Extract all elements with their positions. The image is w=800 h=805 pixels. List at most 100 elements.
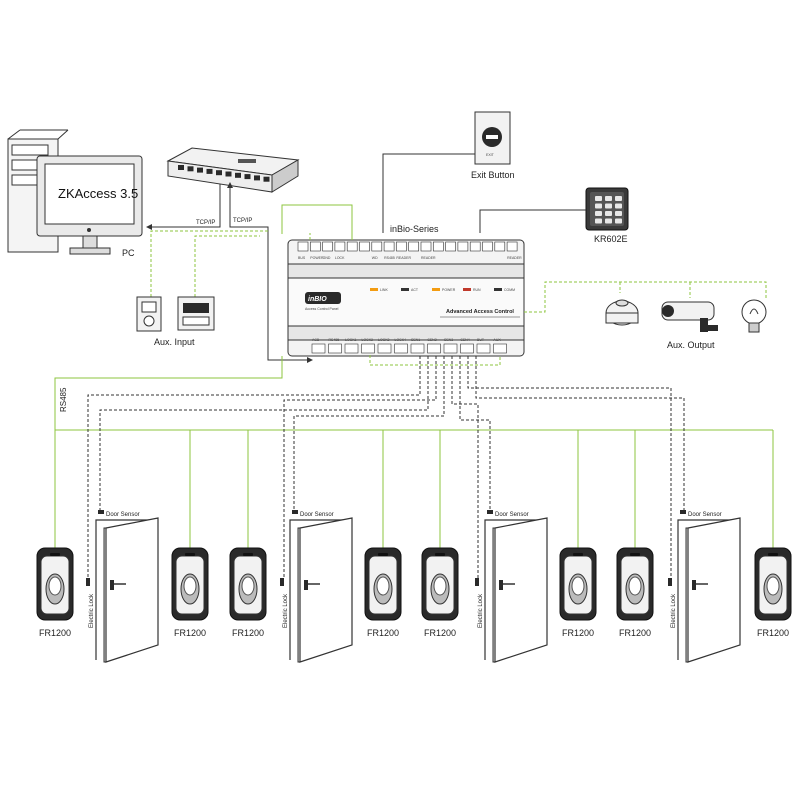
fr1200-reader: FR1200 <box>754 547 792 638</box>
electric-lock-wire <box>467 356 672 578</box>
door-sensor-icon <box>680 510 686 514</box>
panel-top-terminal <box>297 241 309 252</box>
panel-led-label: LINK <box>380 288 388 292</box>
keypad-key <box>595 196 602 201</box>
panel-top-terminal <box>506 241 518 252</box>
kr602e-wire <box>479 209 586 233</box>
panel-bottom-terminal <box>311 343 326 354</box>
door-sensor-wire <box>475 356 685 512</box>
panel-top-terminal-label: BUS <box>298 256 306 260</box>
exit-button: EXIT <box>474 111 511 165</box>
panel-top-terminal <box>309 241 321 252</box>
fr1200-label: FR1200 <box>562 628 594 638</box>
panel-bottom-terminal-label: ACB <box>312 338 320 342</box>
panel-led-icon <box>401 288 409 291</box>
electric-lock-wire <box>87 356 421 578</box>
panel-top-terminal <box>420 241 432 252</box>
panel-bottom-terminal <box>328 343 342 354</box>
keypad-key <box>605 203 612 209</box>
electric-lock-wire <box>451 356 479 578</box>
panel-brand-sub: Access Control Panel <box>305 307 339 311</box>
keypad-key <box>595 211 602 216</box>
panel-bottom-terminal-label: LOCK3 <box>378 338 390 342</box>
keypad-key <box>615 203 622 209</box>
switch-port <box>254 175 260 181</box>
electric-lock-label: Electric Lock <box>671 593 677 628</box>
panel-bottom-terminal-label: RS485 <box>329 338 340 342</box>
panel-top-terminal <box>457 241 469 252</box>
electric-lock-icon <box>668 578 672 586</box>
panel-top-terminal-label: READER <box>421 256 436 260</box>
panel-bottom-terminal <box>394 343 408 354</box>
panel-top-terminal <box>482 241 493 252</box>
switch-port <box>244 174 251 180</box>
panel-led-label: RUN <box>473 288 481 292</box>
door-sensor-wire <box>459 356 491 512</box>
panel-bottom-terminal-label: SEN4 <box>461 338 470 342</box>
panel-bottom-terminal <box>443 343 458 354</box>
panel-bottom-terminal <box>460 343 474 354</box>
fr1200-reader: FR1200 <box>616 547 654 638</box>
keypad-key <box>605 218 612 224</box>
fr1200-label: FR1200 <box>174 628 206 638</box>
door-sensor-label: Door Sensor <box>495 512 529 518</box>
exit-button-wire <box>382 153 475 233</box>
electric-lock-wire <box>283 356 437 578</box>
panel-led-label: POWER <box>442 288 456 292</box>
arrow-to-panel-icon <box>307 357 313 363</box>
panel-bottom-terminal-label: AUX <box>494 338 502 342</box>
panel-top-terminal-label: POWER <box>310 256 324 260</box>
panel-brand: inBIO <box>308 296 327 303</box>
panel-led-icon <box>494 288 502 291</box>
tcpip-label-pc: TCP/IP <box>196 220 215 226</box>
fr1200-label: FR1200 <box>757 628 789 638</box>
kr602e-keypad <box>585 187 629 231</box>
panel-bottom-terminal-label: BUT <box>477 338 485 342</box>
panel-top-terminal <box>408 241 420 252</box>
rs485-label: RS485 <box>59 387 68 412</box>
panel-top-terminal <box>445 241 456 252</box>
exit-button-label: Exit Button <box>471 170 515 180</box>
panel-top-terminal <box>383 241 395 252</box>
panel-bottom-terminal <box>427 343 441 354</box>
fr1200-reader: FR1200 <box>36 547 74 638</box>
switch-port <box>178 165 184 170</box>
arrow-to-switch-icon <box>227 182 233 188</box>
switch-port <box>235 172 241 178</box>
fr1200-label: FR1200 <box>39 628 71 638</box>
panel-top-terminal <box>346 241 358 252</box>
electric-lock-icon <box>280 578 284 586</box>
kr602e-label: KR602E <box>594 234 628 244</box>
door-sensor-icon <box>98 510 104 514</box>
panel-top-terminal <box>494 241 506 252</box>
aux-input-wire-2 <box>194 235 260 297</box>
door-sensor-label: Door Sensor <box>106 512 140 518</box>
switch-port <box>263 176 270 182</box>
panel-top-terminal-label: LOCK <box>335 256 345 260</box>
fr1200-reader: FR1200 <box>229 547 267 638</box>
door-sensor-wire <box>99 356 429 512</box>
panel-bottom-terminal-label: LOCK2 <box>362 338 374 342</box>
panel-top-terminal-label: GND <box>323 256 331 260</box>
arrow-to-pc-icon <box>146 224 152 230</box>
switch-port <box>216 170 222 176</box>
panel-led-label: COMM <box>504 288 515 292</box>
keypad-key <box>605 211 612 216</box>
panel-bottom-terminal-label: SEN1 <box>411 338 420 342</box>
rs485-trunk <box>54 356 773 431</box>
fr1200-reader: FR1200 <box>421 547 459 638</box>
electric-lock-icon <box>475 578 479 586</box>
door-sensor-icon <box>292 510 298 514</box>
fr1200-label: FR1200 <box>424 628 456 638</box>
panel-led-icon <box>432 288 440 291</box>
aux-output-label: Aux. Output <box>667 340 715 350</box>
panel-bottom-terminal <box>493 343 507 354</box>
fr1200-label: FR1200 <box>619 628 651 638</box>
panel-top-terminal-label: READER <box>396 256 411 260</box>
panel-top-terminal <box>469 241 481 252</box>
panel-top-terminal-label: READER <box>507 256 522 260</box>
